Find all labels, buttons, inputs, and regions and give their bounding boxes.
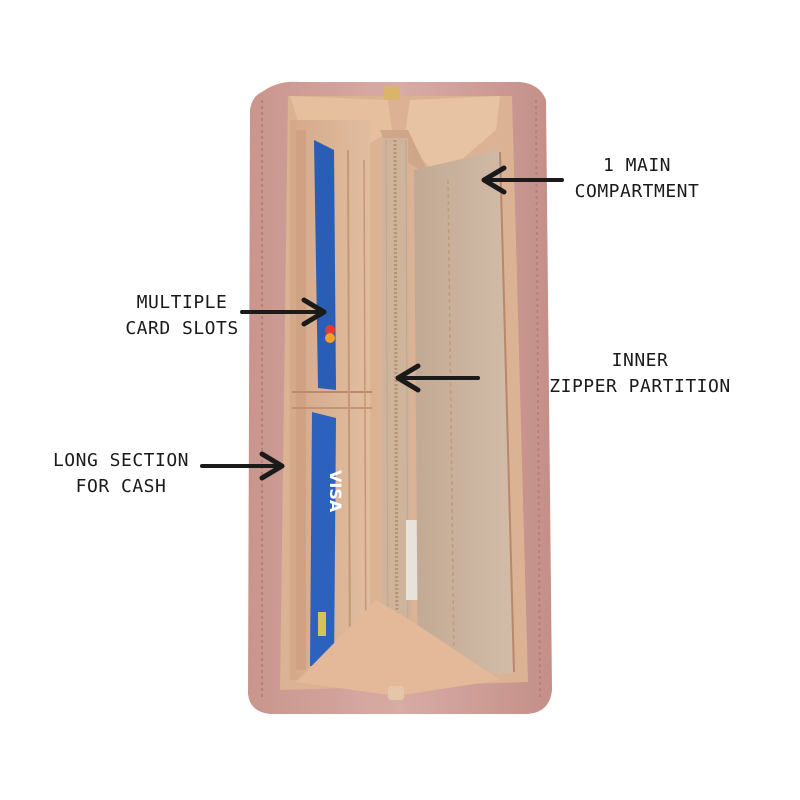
- visa-logo: VISA: [326, 470, 345, 513]
- zipper-head-bottom-icon: [388, 686, 404, 700]
- label-line: 1 MAIN: [602, 155, 672, 176]
- label-line: COMPARTMENT: [574, 181, 700, 202]
- label-line: CARD SLOTS: [125, 318, 239, 339]
- label-main-compartment: 1 MAIN COMPARTMENT: [552, 153, 722, 205]
- label-line: ZIPPER PARTITION: [549, 376, 731, 397]
- label-line: MULTIPLE: [136, 292, 228, 313]
- arrow-cash: [200, 451, 285, 481]
- zipper-head-top-icon: [384, 86, 400, 100]
- label-zipper-partition: INNER ZIPPER PARTITION: [540, 348, 740, 400]
- label-line: FOR CASH: [75, 476, 167, 497]
- label-line: INNER: [611, 350, 669, 371]
- label-card-slots: MULTIPLE CARD SLOTS: [112, 290, 252, 342]
- main-compartment: [296, 150, 515, 696]
- arrow-zip: [395, 363, 480, 393]
- arrow-main: [481, 165, 564, 195]
- card-slots-section: [290, 120, 377, 681]
- card-blue-bottom: [310, 412, 336, 668]
- label-cash-section: LONG SECTION FOR CASH: [42, 448, 200, 500]
- label-line: LONG SECTION: [52, 450, 190, 471]
- arrow-cards: [240, 297, 327, 327]
